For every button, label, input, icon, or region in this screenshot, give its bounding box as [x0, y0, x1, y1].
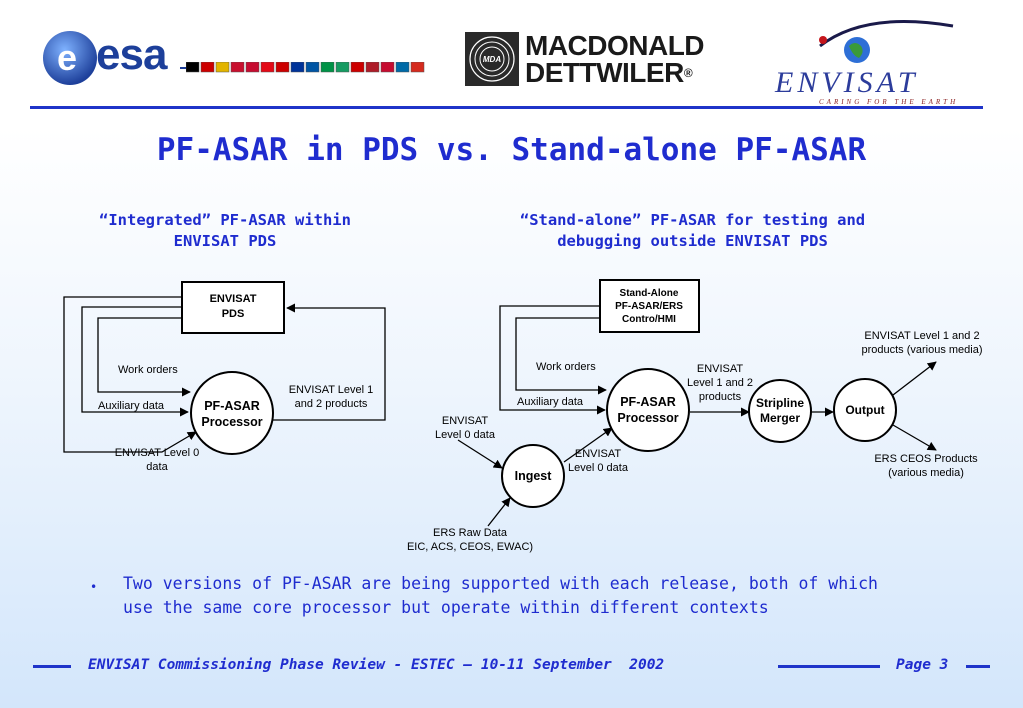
right-stripline-node: [748, 379, 812, 443]
footer-bar-left: [33, 665, 71, 668]
left-pds-label-2: PDS: [222, 308, 245, 320]
mda-badge-icon: MDA: [465, 32, 519, 86]
right-level0-out-label-2: Level 0 data: [568, 462, 629, 474]
right-processor-label-2: Processor: [617, 411, 678, 425]
left-level0-label-1: ENVISAT Level 0: [115, 447, 200, 459]
left-level0-label-2: data: [146, 461, 168, 473]
right-stripline-label-1: Stripline: [756, 396, 804, 410]
left-auxiliary-label: Auxiliary data: [98, 400, 165, 412]
left-processor-label-2: Processor: [201, 415, 262, 429]
right-output-level12-label-2: products (various media): [861, 344, 982, 356]
right-level0-out-line: [563, 427, 613, 463]
bullet-marker: •: [90, 580, 98, 594]
page-title: PF-ASAR in PDS vs. Stand-alone PF-ASAR: [156, 132, 867, 168]
right-level0-out-label-1: ENVISAT: [575, 448, 622, 460]
flag-15: [410, 62, 425, 73]
left-auxiliary-line: [81, 306, 189, 417]
left-processor-label-1: PF-ASAR: [204, 399, 260, 413]
right-ingest-node: [501, 444, 565, 508]
macdonald-line2: DETTWILER®: [525, 57, 693, 88]
right-output-node: [833, 378, 897, 442]
left-work-orders-label: Work orders: [118, 364, 178, 376]
footer-text: ENVISAT Commissioning Phase Review - EST…: [88, 657, 665, 673]
flag-12: [365, 62, 380, 73]
svg-text:e: e: [57, 37, 77, 78]
right-output-ers-label-1: ERS CEOS Products: [874, 453, 978, 465]
right-ingest-label: Ingest: [515, 469, 553, 483]
right-level0-in-label-1: ENVISAT: [442, 415, 489, 427]
macdonald-line1: MACDONALD: [525, 30, 705, 61]
footer-bar-right: [966, 665, 990, 668]
right-stripline-label-2: Merger: [760, 411, 800, 425]
page-number: Page 3: [896, 657, 949, 673]
flag-1: [200, 62, 215, 73]
envisat-tagline: CARING FOR THE EARTH: [819, 98, 959, 106]
left-level12-label-1: ENVISAT Level 1: [289, 384, 374, 396]
right-auxiliary-label: Auxiliary data: [517, 396, 584, 408]
right-processor-node: [606, 368, 690, 452]
left-diagram: ENVISAT PDS PF-ASAR Processor Work order…: [63, 281, 386, 473]
right-control-label-3: Contro/HMI: [622, 314, 676, 325]
envisat-logo: ENVISAT CARING FOR THE EARTH: [775, 16, 990, 106]
right-level0-in-line: [457, 439, 503, 469]
right-output-ers-line: [892, 424, 937, 451]
right-heading: “Stand-alone” PF-ASAR for testing and de…: [519, 211, 866, 250]
flag-9: [320, 62, 335, 73]
right-output-label: Output: [845, 403, 884, 417]
right-output-ers-label-2: (various media): [888, 467, 964, 479]
envisat-wordmark: ENVISAT: [775, 66, 919, 99]
esa-wordmark: esa: [96, 30, 167, 79]
right-control-label-2: PF-ASAR/ERS: [615, 301, 683, 312]
bullet-text: Two versions of PF-ASAR are being suppor…: [123, 574, 878, 617]
mda-logo: MDA MACDONALD DETTWILER®: [465, 30, 725, 90]
svg-text:MDA: MDA: [483, 55, 501, 64]
envisat-globe-icon: [819, 20, 954, 63]
right-control-box: [599, 279, 700, 333]
left-level0-line: [63, 296, 197, 453]
flag-7: [290, 62, 305, 73]
right-output-level12-line: [892, 361, 937, 396]
right-auxiliary-line: [499, 305, 606, 415]
member-flags: [186, 62, 425, 73]
flag-8: [305, 62, 320, 73]
header-rule: [30, 106, 983, 109]
right-output-level12-label-1: ENVISAT Level 1 and 2: [864, 330, 979, 342]
right-work-orders-line: [515, 317, 607, 395]
esa-globe-icon: e: [43, 31, 97, 85]
esa-logo: e esa: [40, 24, 430, 94]
left-work-orders-line: [97, 317, 191, 397]
right-level12-label-2: Level 1 and 2: [687, 377, 753, 389]
left-level12-label-2: and 2 products: [295, 398, 368, 410]
flag-2: [215, 62, 230, 73]
flag-3: [230, 62, 245, 73]
left-level12-line: [270, 303, 386, 421]
flag-5: [260, 62, 275, 73]
right-processor-label-1: PF-ASAR: [620, 395, 676, 409]
right-ers-raw-label-1: ERS Raw Data: [433, 527, 508, 539]
right-raw-data-line: [487, 497, 511, 527]
right-ers-raw-label-2: EIC, ACS, CEOS, EWAC): [407, 541, 533, 553]
right-level0-in-label-2: Level 0 data: [435, 429, 496, 441]
flag-0: [186, 62, 200, 73]
right-level12-label-1: ENVISAT: [697, 363, 744, 375]
left-processor-node: [190, 371, 274, 455]
flag-14: [395, 62, 410, 73]
right-work-orders-label: Work orders: [536, 361, 596, 373]
right-control-label-1: Stand-Alone: [620, 288, 679, 299]
flag-10: [335, 62, 350, 73]
footer-bar-middle: [778, 665, 880, 668]
right-diagram: Stand-Alone PF-ASAR/ERS Contro/HMI PF-AS…: [407, 279, 983, 553]
left-pds-box: [181, 281, 285, 334]
left-pds-label-1: ENVISAT: [210, 293, 257, 305]
flag-13: [380, 62, 395, 73]
flag-6: [275, 62, 290, 73]
left-heading: “Integrated” PF-ASAR within ENVISAT PDS: [99, 211, 351, 250]
flag-4: [245, 62, 260, 73]
flag-11: [350, 62, 365, 73]
right-level12-label-3: products: [699, 391, 742, 403]
